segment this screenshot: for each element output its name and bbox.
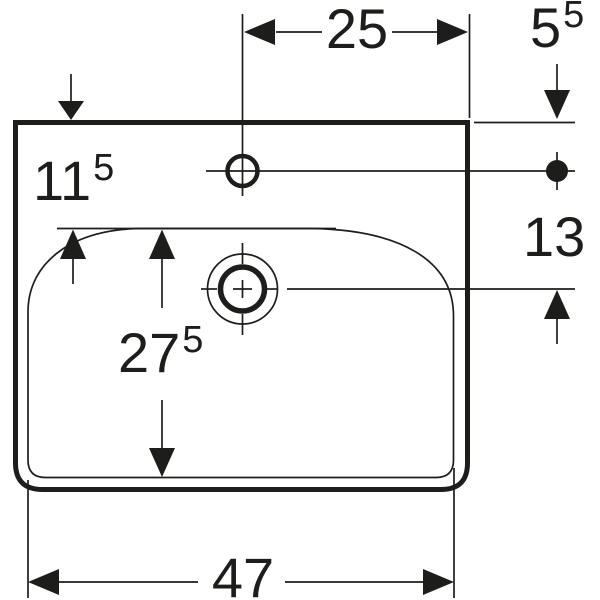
dim-55-arrow-down bbox=[544, 90, 570, 119]
dim-55-label: 55 bbox=[530, 0, 584, 59]
dim-13-arrow-up bbox=[544, 290, 570, 319]
basin-outer-outline bbox=[13, 120, 470, 492]
dim-275-arrow-up bbox=[149, 229, 175, 259]
dim-25-arrow-right bbox=[437, 19, 468, 45]
dim-47-arrow-right bbox=[423, 569, 454, 595]
dim-115-label: 115 bbox=[33, 147, 114, 212]
dim-47-arrow-left bbox=[28, 569, 59, 595]
dim-47-label: 47 bbox=[212, 546, 274, 600]
dim-275-arrow-down bbox=[149, 448, 175, 477]
dim-25-arrow-left bbox=[244, 19, 275, 45]
drain-hole-ring bbox=[217, 264, 268, 314]
tap-hole bbox=[225, 153, 260, 189]
dim-115-arrow-down bbox=[58, 101, 84, 120]
dimension-endpoint-dot bbox=[546, 160, 568, 182]
dim-275-label: 275 bbox=[118, 319, 203, 384]
dim-25-label: 25 bbox=[326, 0, 388, 60]
dim-13-label: 13 bbox=[523, 205, 585, 268]
dim-115-arrow-up bbox=[60, 229, 86, 259]
